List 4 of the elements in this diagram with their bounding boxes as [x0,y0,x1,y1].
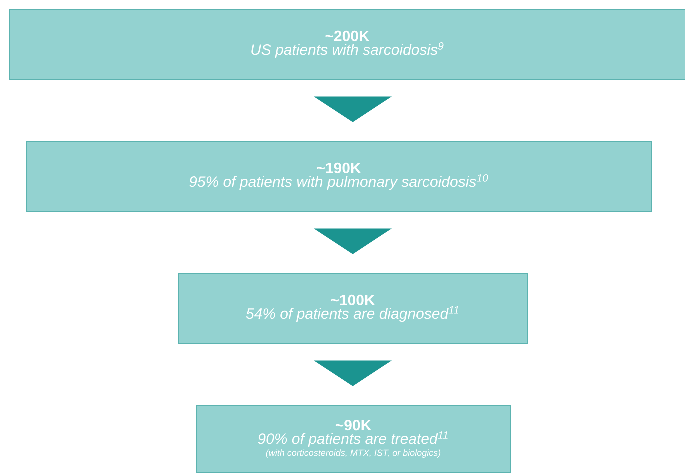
process-box: ~90K 90% of patients are treated$^{11}$ (with corticosteroids, MTX, IST, or biologics) [196,405,511,473]
process-box: ~200K US patients with sarcoidosis$^{9}$ [9,9,685,80]
process-box: ~190K 95% of patients with pulmonary sarcoidosis$^{10}$ [26,141,652,212]
process-box: ~100K 54% of patients are diagnosed$^{11}$ [178,273,528,344]
